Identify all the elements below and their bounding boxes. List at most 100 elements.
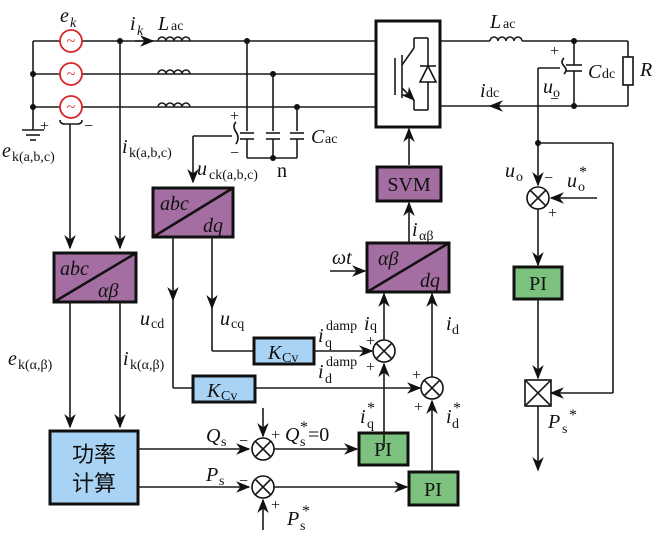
svg-text:+: +	[366, 359, 375, 376]
svg-text:abc: abc	[60, 258, 89, 280]
svg-text:αβ: αβ	[419, 229, 433, 244]
svg-text:+: +	[550, 43, 559, 60]
svg-text:abc: abc	[160, 193, 189, 215]
svg-text:ac: ac	[503, 17, 515, 32]
svg-text:damp: damp	[326, 319, 357, 334]
inductor-lac-left	[157, 36, 191, 108]
svg-text:n: n	[277, 160, 287, 182]
svg-text:o: o	[553, 86, 560, 101]
capacitor-bank-cac	[240, 41, 304, 161]
svg-text:C: C	[588, 61, 602, 83]
svg-text:u: u	[505, 160, 515, 182]
svg-text:αβ: αβ	[378, 248, 398, 270]
svg-text:i: i	[130, 13, 136, 35]
svg-text:k: k	[137, 24, 144, 39]
svg-text:PI: PI	[424, 479, 442, 501]
sum-junction-p	[251, 475, 275, 499]
svg-text:u: u	[140, 308, 150, 330]
svg-text:q: q	[367, 417, 374, 432]
svg-text:+: +	[40, 118, 49, 135]
svg-text:*: *	[453, 400, 461, 417]
svg-text:+: +	[548, 205, 557, 222]
svg-text:+: +	[366, 333, 375, 350]
svg-text:e: e	[8, 348, 17, 370]
ac-voltage-source-b: ~	[59, 62, 83, 86]
svg-text:L: L	[157, 13, 169, 35]
svg-text:k: k	[70, 16, 77, 31]
svg-text:~: ~	[67, 66, 76, 83]
svg-text:−: −	[230, 145, 239, 162]
svg-text:damp: damp	[326, 355, 357, 370]
igbt-converter	[374, 19, 442, 129]
svg-text:k(a,b,c): k(a,b,c)	[129, 146, 172, 161]
svg-text:+: +	[414, 399, 423, 416]
svg-text:s: s	[300, 435, 305, 450]
svg-text:d: d	[452, 323, 459, 338]
svg-text:K: K	[267, 342, 283, 364]
svg-text:Q: Q	[206, 425, 221, 447]
svg-text:i: i	[446, 313, 452, 335]
svg-text:+: +	[271, 497, 280, 514]
svg-text:cq: cq	[231, 317, 244, 332]
svg-text:cd: cd	[151, 317, 164, 332]
ek-measure-brace	[59, 119, 83, 125]
svg-text:e: e	[60, 5, 69, 27]
svg-text:dq: dq	[203, 215, 223, 237]
svg-text:k(α,β): k(α,β)	[130, 358, 165, 373]
svg-text:−: −	[239, 433, 248, 450]
kcv-gain-block-q: K Cv	[252, 336, 316, 366]
svg-text:~: ~	[67, 99, 76, 116]
pi-controller-uo: PI	[512, 265, 564, 301]
svg-text:o: o	[516, 170, 523, 185]
svg-text:d: d	[452, 417, 459, 432]
multiplier-block	[524, 379, 552, 407]
svg-text:dc: dc	[602, 67, 615, 82]
svg-text:s: s	[300, 519, 305, 534]
svg-text:=0: =0	[308, 424, 329, 446]
svg-text:ac: ac	[325, 132, 337, 147]
svg-text:K: K	[206, 380, 222, 402]
svg-text:s: s	[219, 474, 224, 489]
svg-text:ac: ac	[171, 19, 183, 34]
svg-text:u: u	[197, 158, 207, 180]
svg-text:ck(a,b,c): ck(a,b,c)	[209, 168, 258, 183]
power-calculation-block: 功率 计算	[48, 429, 140, 506]
svg-text:+: +	[271, 427, 280, 444]
svg-text:o: o	[578, 180, 585, 195]
svg-text:SVM: SVM	[387, 174, 431, 196]
svg-text:s: s	[221, 435, 226, 450]
sum-junction-uo	[526, 186, 550, 210]
svg-text:i: i	[123, 348, 129, 370]
svg-text:Cv: Cv	[221, 389, 237, 404]
svg-text:*: *	[302, 503, 310, 520]
svg-text:αβ: αβ	[98, 280, 118, 302]
svg-text:d: d	[325, 372, 332, 387]
abc-alphabeta-transform-block: abc αβ	[52, 251, 138, 304]
svg-text:i: i	[446, 406, 452, 428]
svg-text:u: u	[567, 170, 577, 192]
pi-controller-p: PI	[407, 470, 460, 507]
svg-text:−: −	[239, 473, 248, 490]
svg-text:u: u	[543, 76, 553, 98]
ac-voltage-source-c: ~	[59, 95, 83, 119]
svg-text:i: i	[360, 406, 366, 428]
svg-text:u: u	[220, 308, 230, 330]
svg-text:i: i	[480, 80, 486, 102]
svg-text:+: +	[230, 108, 239, 125]
svg-text:q: q	[370, 319, 377, 334]
svg-text:C: C	[311, 126, 325, 148]
svg-text:−: −	[84, 118, 93, 135]
svg-text:Q: Q	[285, 424, 300, 446]
uck-measure-brace	[233, 121, 239, 145]
sum-junction-id	[420, 376, 444, 400]
svg-text:PI: PI	[529, 273, 547, 295]
svg-text:~: ~	[67, 33, 76, 50]
svg-text:*: *	[300, 419, 308, 436]
svg-text:R: R	[639, 59, 652, 81]
abc-dq-transform-block: abc dq	[151, 186, 235, 239]
svg-text:dq: dq	[420, 270, 440, 292]
svg-text:ωt: ωt	[332, 247, 352, 269]
alphabeta-dq-transform-block: αβ dq	[365, 241, 451, 294]
svg-text:k(a,b,c): k(a,b,c)	[12, 150, 55, 165]
